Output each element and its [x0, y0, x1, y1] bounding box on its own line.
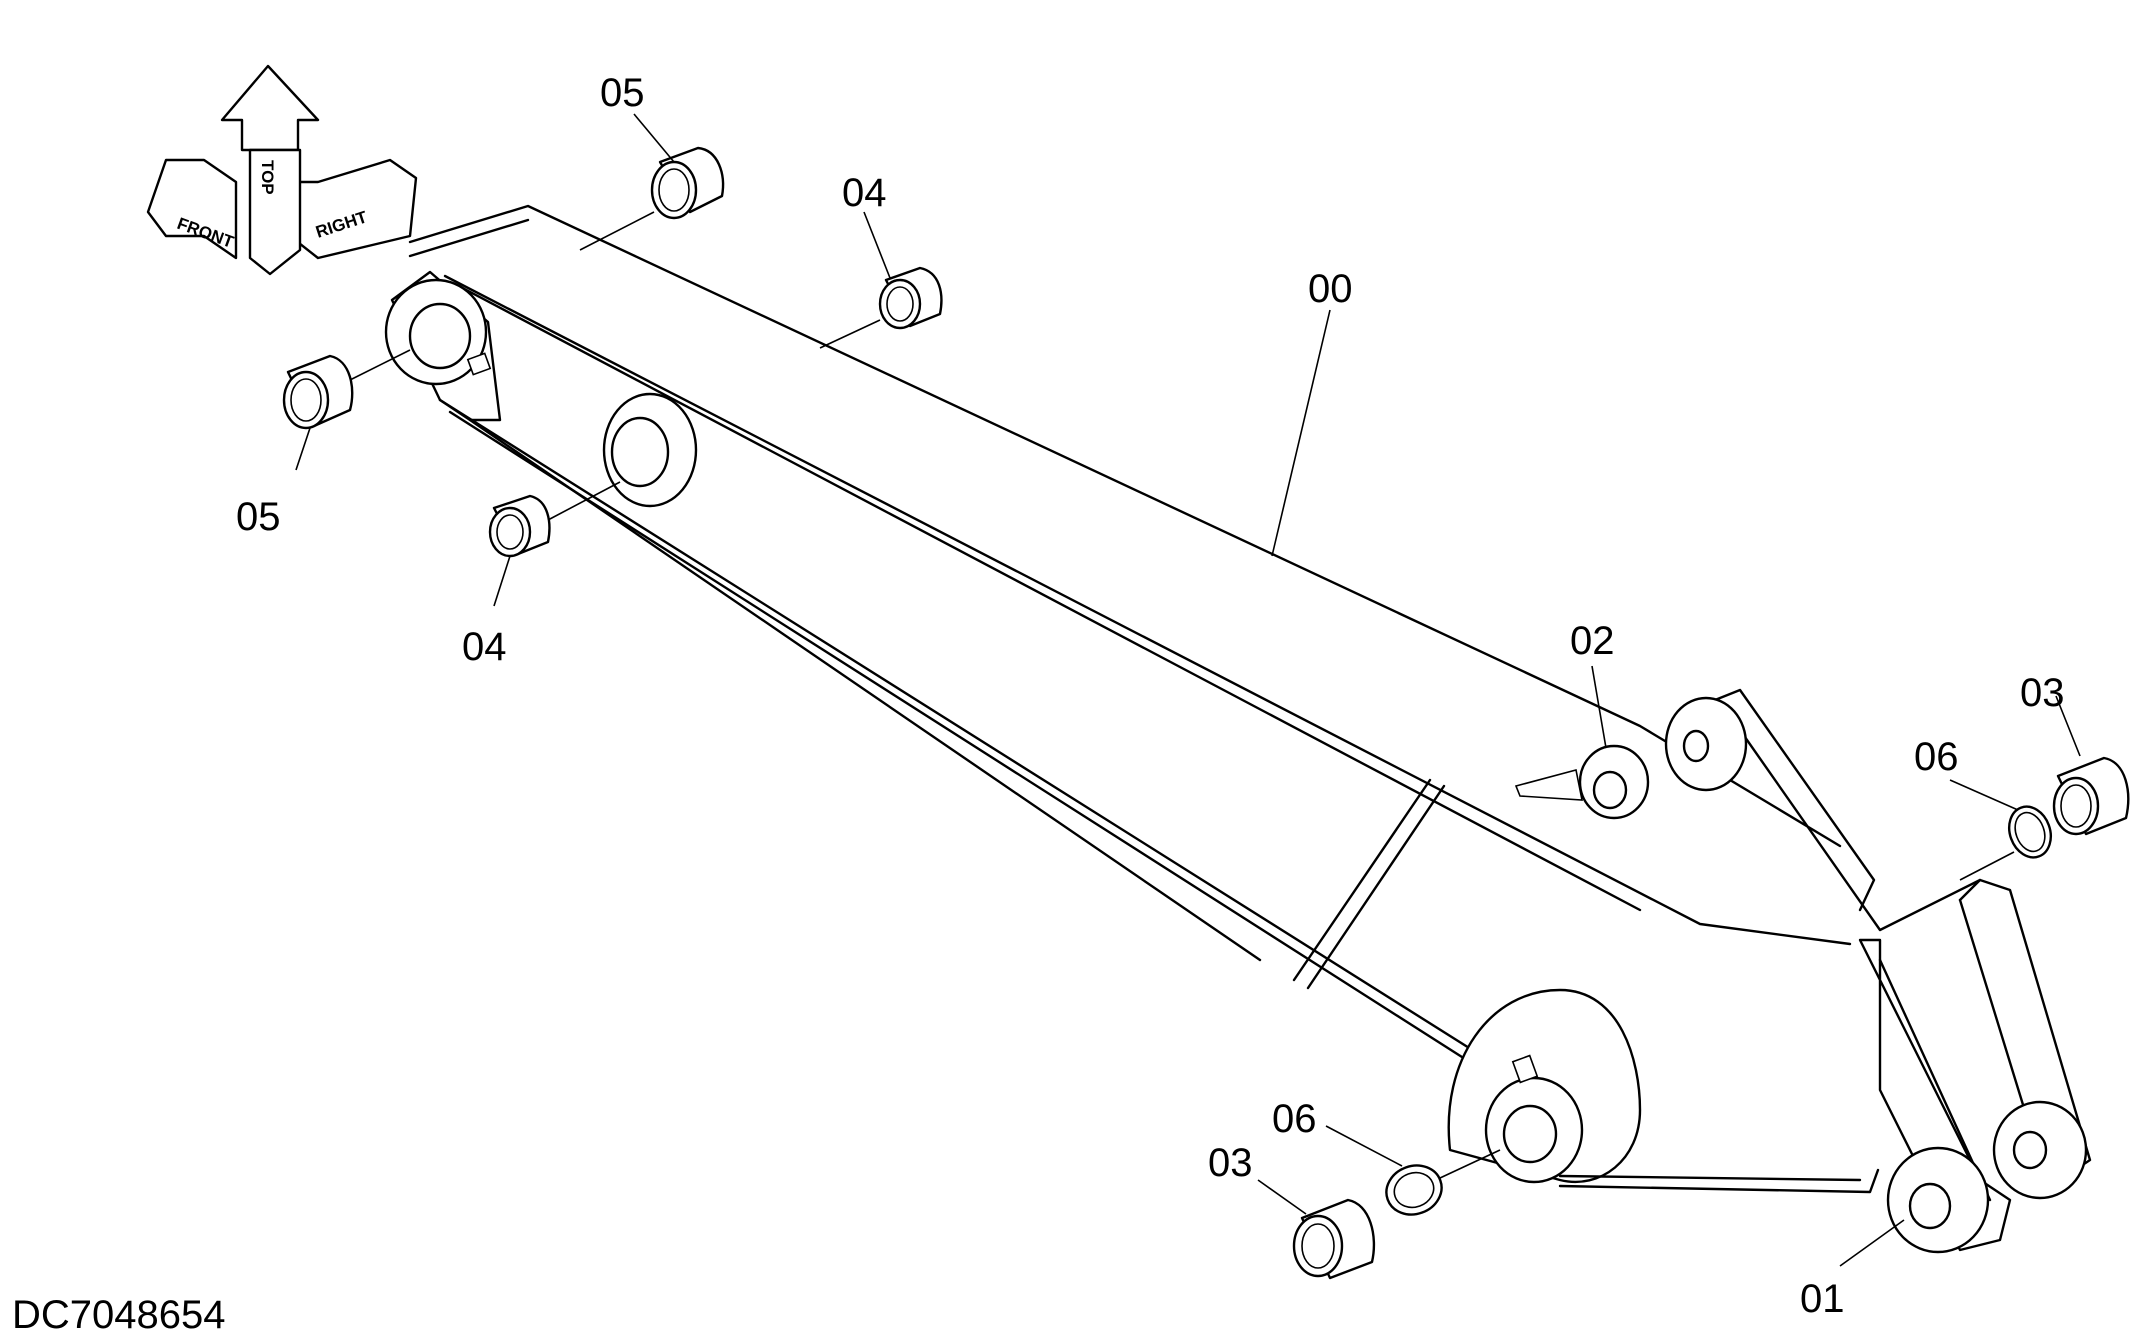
- bushing-04-top: [819, 266, 943, 349]
- top-right-lug: [1664, 696, 1748, 792]
- callout-03-bottom: 03: [1208, 1141, 1253, 1185]
- document-id: DC7048654: [12, 1293, 226, 1335]
- callout-05-top: 05: [600, 71, 645, 115]
- ring-06-right: [1959, 805, 2052, 881]
- bushing-03-bottom: [1292, 1198, 1376, 1280]
- orientation-top-label: TOP: [258, 160, 277, 195]
- bushing-05-top: [579, 146, 725, 251]
- callout-05-left: 05: [236, 495, 281, 539]
- orientation-indicator: FRONT RIGHT TOP: [146, 64, 418, 276]
- callout-04-top: 04: [842, 171, 887, 215]
- bushings: [282, 146, 2130, 1280]
- right-lower-eye: [1992, 1100, 2088, 1200]
- left-side-boss: [602, 392, 698, 508]
- right-bottom-eye: [1886, 1146, 1990, 1254]
- center-column: [248, 148, 302, 276]
- leader-lines: [295, 113, 2081, 1267]
- callout-01: 01: [1800, 1277, 1845, 1321]
- bushing-04-left: [488, 481, 621, 558]
- front-arrow: [146, 158, 238, 260]
- ring-06-bottom: [1385, 1149, 1501, 1216]
- top-arrow: [220, 64, 320, 152]
- right-arrow: [288, 158, 418, 260]
- callout-04-left: 04: [462, 625, 507, 669]
- callout-03-right: 03: [2020, 671, 2065, 715]
- callout-00: 00: [1308, 267, 1353, 311]
- callout-06-bottom: 06: [1272, 1097, 1317, 1141]
- callouts: 00 00 01 02 03 03 04 04 05 05 06 06: [236, 71, 2065, 1321]
- bushing-05-left: [282, 349, 411, 430]
- callout-02: 02: [1570, 619, 1615, 663]
- bushing-03-right: [2052, 756, 2130, 836]
- boom-body: [384, 204, 2092, 1254]
- callout-06-right: 06: [1914, 735, 1959, 779]
